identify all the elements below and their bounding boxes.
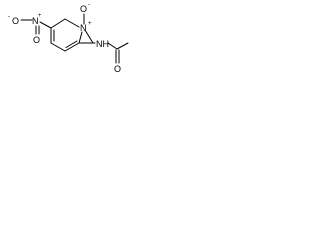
bond-ring-c4-c3 xyxy=(50,42,66,52)
bond-c5-nitro-n xyxy=(39,21,52,29)
charge-nitro-o-left: - xyxy=(8,14,10,20)
bond-nh-carbonyl-c xyxy=(107,42,118,50)
atom-amide-o: O xyxy=(114,64,121,74)
atom-ring-n: N xyxy=(80,23,87,33)
pyridine-ring xyxy=(50,18,94,52)
atom-nitro-o-left: O xyxy=(12,16,19,26)
bond-ring-c3-c2-double xyxy=(65,40,78,48)
charge-ring-n: + xyxy=(88,21,92,27)
atom-n-oxide-o: O xyxy=(80,4,87,14)
bond-ring-n-c2 xyxy=(84,29,94,44)
molecule-structure: O - N + O N + O - NH O xyxy=(8,2,129,74)
bond-ring-c3-c2 xyxy=(64,42,80,52)
bond-carbonyl-c-methyl xyxy=(116,42,129,50)
atom-nitro-n: N xyxy=(32,16,39,26)
atom-nitro-o-bottom: O xyxy=(33,35,40,45)
atom-labels: O - N + O N + O - NH O xyxy=(8,2,121,74)
charge-nitro-n: + xyxy=(38,13,42,19)
atom-amide-nh: NH xyxy=(96,39,109,49)
charge-n-oxide-o: - xyxy=(88,2,90,8)
bond-ring-c2-n1 xyxy=(78,31,83,44)
bond-ring-n-c6 xyxy=(64,18,80,28)
bond-ring-c6-c5 xyxy=(50,18,66,29)
